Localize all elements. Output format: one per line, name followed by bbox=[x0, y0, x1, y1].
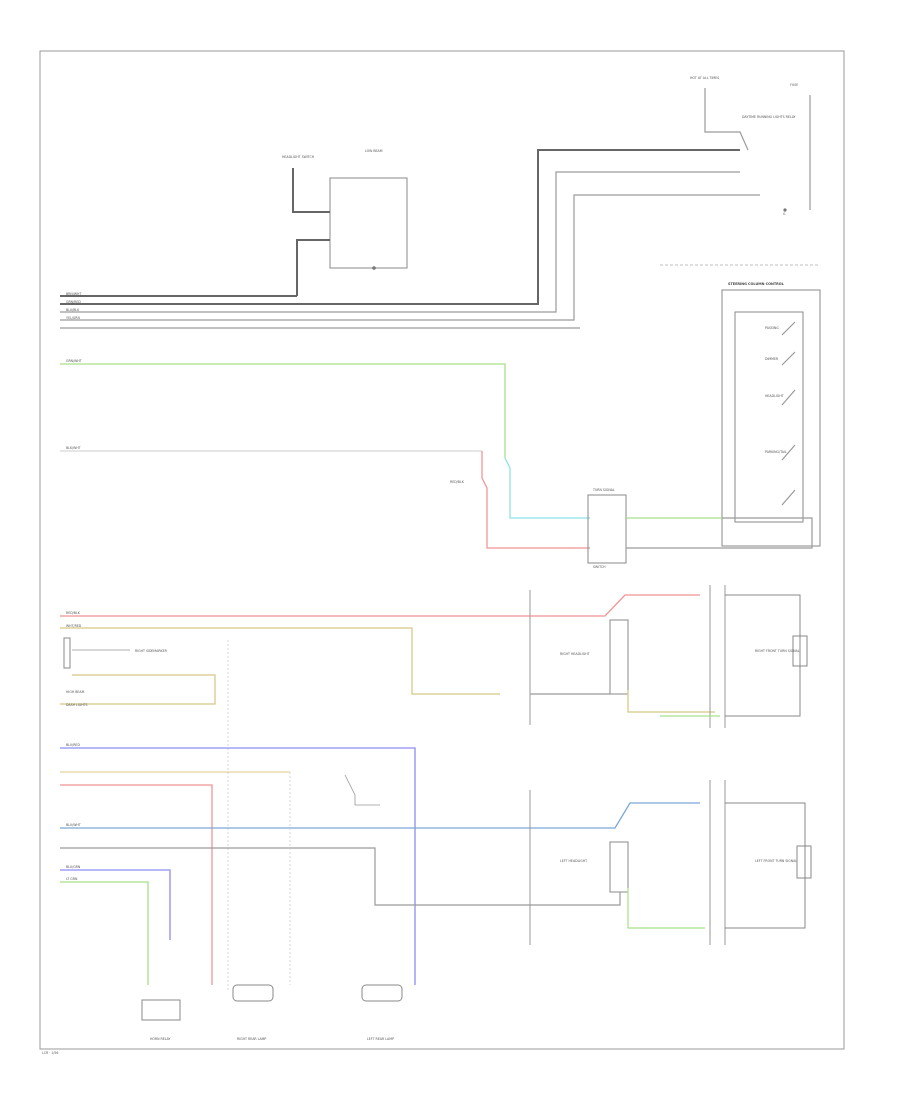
harness-w2-label: GRN/RED bbox=[66, 300, 81, 304]
harness-top: BRN/WHT GRN/RED BLU/BLK YEL/GRN bbox=[60, 149, 760, 329]
left-turn-lamp bbox=[796, 845, 812, 879]
column-inner-box bbox=[734, 311, 804, 523]
blue-wire-label: BLU/RED bbox=[66, 743, 80, 747]
control-item-1: PASSING bbox=[765, 326, 779, 330]
harness-w3-label: BLU/BLK bbox=[66, 308, 80, 312]
combo-switch-label: TURN SIGNAL bbox=[592, 488, 615, 492]
upper-relay: HEADLIGHT SWITCH LOW BEAM bbox=[282, 149, 408, 296]
dash-lights-label: DASH LIGHTS bbox=[66, 703, 88, 707]
upper-relay-box bbox=[329, 177, 408, 269]
horn-relay-label: HORN RELAY bbox=[150, 1037, 171, 1041]
high-beam-label: HIGH BEAM bbox=[66, 690, 85, 694]
lightgreen-wire-label: LT GRN bbox=[66, 877, 78, 881]
upper-low: LOW BEAM bbox=[365, 149, 383, 153]
right-turn-lamp bbox=[792, 635, 808, 667]
horn-relay-box bbox=[141, 999, 181, 1021]
white-wire-label: BLK/WHT bbox=[66, 446, 81, 450]
lblue-wire-label: BLU/WHT bbox=[66, 823, 81, 827]
column-control: STEERING COLUMN CONTROL PASSING DIMMER H… bbox=[721, 282, 821, 547]
left-headlight-box bbox=[609, 841, 629, 893]
top-fuse-label: FUSE bbox=[790, 83, 798, 87]
right-headlight-label: RIGHT HEADLIGHT bbox=[560, 652, 590, 656]
red-wire-label-1: RED/BLK bbox=[450, 480, 465, 484]
diagram-frame bbox=[39, 50, 845, 1050]
red-wire-label-2: RED/BLK bbox=[66, 611, 81, 615]
control-item-4: PARKING/TAIL bbox=[765, 450, 787, 454]
upper-hot: HEADLIGHT SWITCH bbox=[282, 155, 315, 159]
diagram-code: LCR · 1/56 bbox=[42, 1051, 58, 1055]
tan-wire-label: WHT/RED bbox=[66, 624, 82, 628]
right-rear-lamp-box bbox=[232, 984, 274, 1002]
top-relay-label: DAYTIME RUNNING LIGHTS RELAY bbox=[742, 115, 796, 119]
harness-w4-label: YEL/GRN bbox=[66, 316, 80, 320]
controls-title: STEERING COLUMN CONTROL bbox=[728, 282, 785, 286]
left-front-turn-label: LEFT FRONT TURN SIGNAL bbox=[755, 859, 797, 863]
left-headlight-label: LEFT HEADLIGHT bbox=[560, 859, 587, 863]
left-small-lamp bbox=[63, 637, 71, 669]
left-rear-lamp-label: LEFT REAR LAMP bbox=[367, 1037, 394, 1041]
lower-circuits: BLU/RED BLU/WHT BLU/GRN LT GRN LEFT HEAD… bbox=[60, 743, 812, 985]
harness-w1-label: BRN/WHT bbox=[66, 292, 81, 296]
combo-switch-sub: SWITCH bbox=[593, 565, 606, 569]
top-ground-label: G bbox=[783, 212, 786, 216]
sidemarker-label: RIGHT SIDEMARKER bbox=[135, 649, 168, 653]
top-right-switch: HOT AT ALL TIMES FUSE DAYTIME RUNNING LI… bbox=[690, 76, 811, 216]
right-front-turn-label: RIGHT FRONT TURN SIGNAL bbox=[755, 649, 800, 653]
left-lights: RIGHT SIDEMARKER HIGH BEAM DASH LIGHTS bbox=[60, 637, 229, 990]
green-circuit: GRN/WHT BLK/WHT RED/BLK TURN SIGNAL SWIT… bbox=[60, 359, 813, 569]
right-headlight-box bbox=[609, 619, 629, 695]
flasher-relay bbox=[587, 494, 627, 564]
top-hot-label: HOT AT ALL TIMES bbox=[690, 76, 719, 80]
bottom-connectors: HORN RELAY RIGHT REAR LAMP LEFT REAR LAM… bbox=[141, 984, 403, 1041]
control-item-2: DIMMER bbox=[765, 357, 779, 361]
right-rear-lamp-label: RIGHT REAR LAMP bbox=[237, 1037, 266, 1041]
left-rear-lamp-box bbox=[361, 984, 403, 1002]
right-headlight-circuit: RED/BLK WHT/RED RIGHT HEADLIGHT RIGHT FR… bbox=[60, 585, 808, 728]
column-control-box bbox=[721, 289, 821, 547]
sky-wire-label: BLU/GRN bbox=[66, 865, 81, 869]
green-wire-label: GRN/WHT bbox=[66, 359, 82, 363]
control-item-3: HEADLIGHT bbox=[765, 394, 784, 398]
